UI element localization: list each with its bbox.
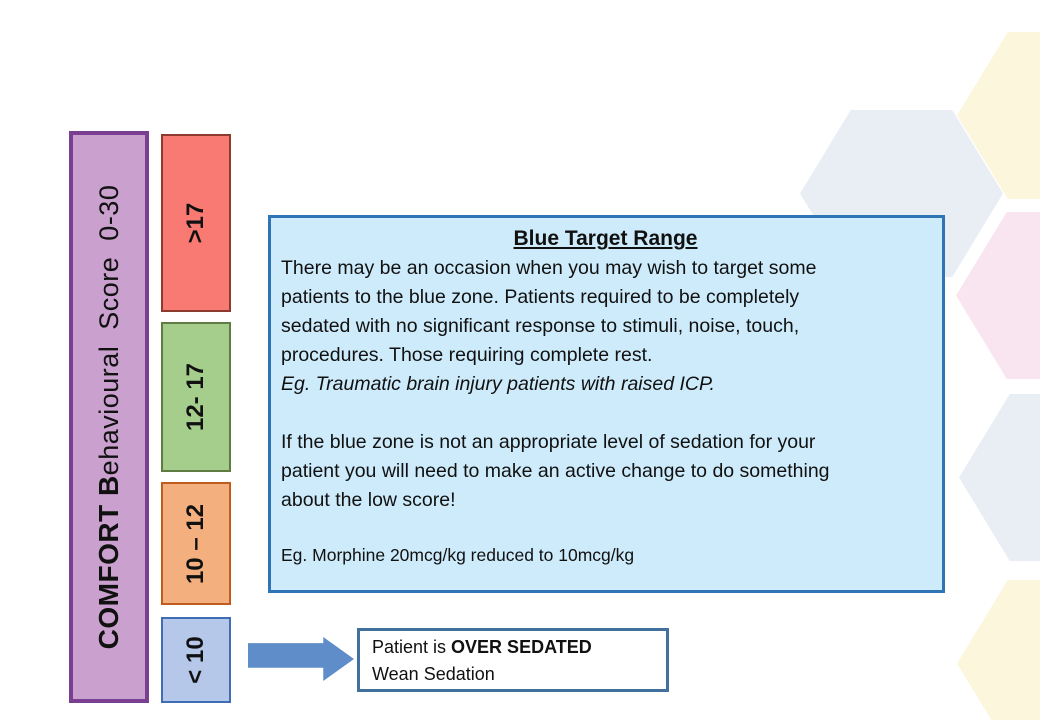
over-sedated-prefix: Patient is (372, 637, 452, 657)
score-zone-10-12: 10 – 12 (161, 482, 231, 605)
over-sedated-status: OVER SEDATED (451, 637, 592, 657)
comfort-scale-label-bold: COMFORT B (93, 475, 124, 650)
blue-target-range-paragraph-1: There may be an occasion when you may wi… (281, 257, 817, 366)
blue-target-range-paragraph-2: If the blue zone is not an appropriate l… (281, 431, 830, 511)
comfort-scale-label-rest: ehavioural Score 0-30 (94, 184, 124, 476)
blue-target-range-box: Blue Target Range There may be an occasi… (268, 215, 945, 593)
wean-sedation-line: Wean Sedation (372, 664, 495, 684)
score-zone-10-12-label: 10 – 12 (182, 503, 209, 584)
over-sedated-callout-box: Patient is OVER SEDATED Wean Sedation (357, 628, 669, 692)
score-zone-under-10: < 10 (161, 617, 231, 703)
hexagon-decoration-icon (959, 394, 1040, 561)
score-zone-over-17-label: >17 (182, 202, 209, 244)
score-zone-under-10-label: < 10 (182, 636, 209, 684)
score-zone-12-17-label: 12- 17 (182, 362, 209, 432)
blue-target-range-example-2: Eg. Morphine 20mcg/kg reduced to 10mcg/k… (281, 545, 635, 565)
blue-target-range-title: Blue Target Range (513, 227, 698, 250)
comfort-scale-label: COMFORT Behavioural Score 0-30 (93, 184, 124, 650)
score-zone-over-17: >17 (161, 134, 231, 312)
right-arrow-icon (248, 637, 354, 681)
over-sedated-line: Patient is OVER SEDATED (372, 634, 666, 661)
score-zone-12-17: 12- 17 (161, 322, 231, 472)
blue-target-range-example-1: Eg. Traumatic brain injury patients with… (281, 373, 715, 395)
comfort-scale-bar: COMFORT Behavioural Score 0-30 (69, 131, 149, 703)
hexagon-decoration-icon (957, 580, 1040, 720)
